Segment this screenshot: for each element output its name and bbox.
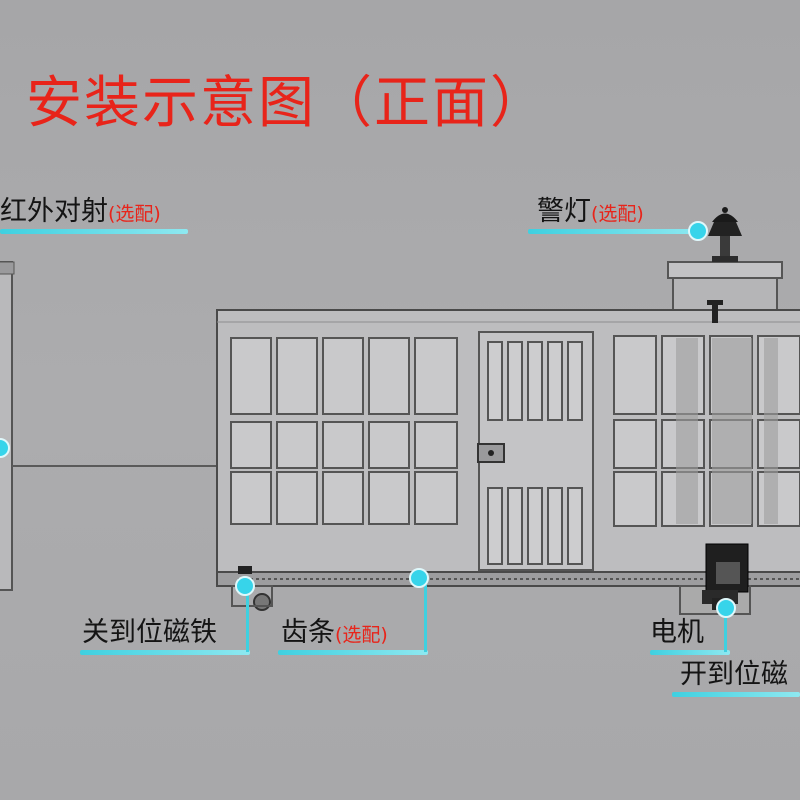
close-magnet-callout-dot [235, 576, 255, 596]
page-title: 安装示意图（正面） [26, 71, 548, 136]
infrared-post [0, 261, 15, 591]
motor-callout-stem [724, 610, 727, 652]
infrared-text: 红外对射 [0, 196, 108, 227]
alarm-light-optional: (选配) [591, 203, 644, 225]
infrared-callout-line [0, 229, 188, 234]
alarm-light-label: 警灯(选配) [537, 198, 644, 225]
close-magnet-callout-stem [246, 586, 249, 652]
open-magnet-callout-line [672, 692, 800, 697]
alarm-light-icon [708, 207, 742, 262]
motor-icon [702, 543, 749, 604]
sliding-gate [216, 300, 800, 615]
alarm-light-text: 警灯 [537, 196, 591, 227]
alarm-light-callout-line [528, 229, 700, 234]
motor-callout-line [650, 650, 730, 655]
open-magnet-label: 开到位磁 [680, 659, 788, 690]
close-magnet-callout-line [80, 650, 250, 655]
alarm-light-callout-dot [688, 221, 708, 241]
rack-text: 齿条 [281, 617, 335, 648]
infrared-label: 红外对射(选配) [0, 198, 161, 225]
close-magnet-label: 关到位磁铁 [82, 617, 217, 648]
rack-optional: (选配) [335, 624, 388, 646]
close-magnet-icon [238, 566, 252, 574]
rack-callout-dot [409, 568, 429, 588]
infrared-optional: (选配) [108, 203, 161, 225]
rack-callout-stem [424, 582, 427, 652]
motor-label: 电机 [650, 617, 704, 648]
alarm-pillar [667, 261, 783, 315]
rack-label: 齿条(选配) [281, 619, 388, 646]
rack-callout-line [278, 650, 428, 655]
motor-callout-dot [716, 598, 736, 618]
